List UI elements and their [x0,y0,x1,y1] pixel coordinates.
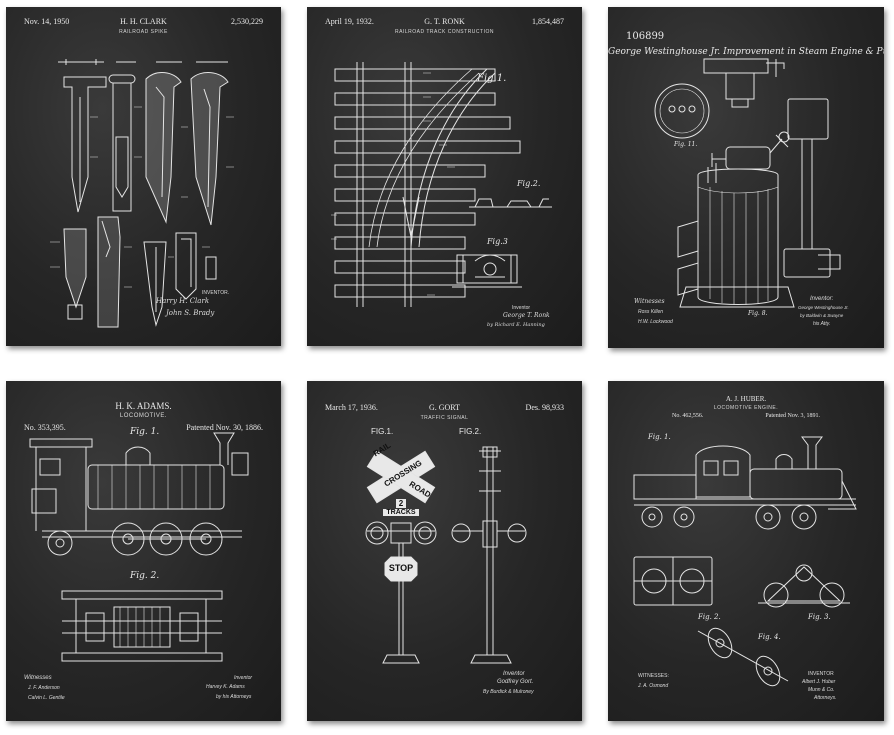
spike-drawing [6,7,281,346]
witness-signature: Ross Killen [638,309,664,315]
attorney-signature: John S. Brady [166,309,215,317]
patent-date: Nov. 14, 1950 [24,17,70,26]
inventor-label: Inventor: [810,296,834,302]
adams-locomotive-drawing [6,381,281,721]
figure-label: Fig. 1. [130,427,160,437]
witness-label: Witnesses [24,675,52,681]
inventor-label: INVENTOR. [202,290,230,296]
patent-subtitle: LOCOMOTIVE ENGINE. [713,405,779,411]
inventor-signature: Albert J. Huber [802,679,836,685]
inventor-label: Inventor [503,671,525,677]
patent-title: George Westinghouse Jr. Improvement in S… [608,47,884,57]
figure-label: Fig.2. [517,179,541,188]
poster-traffic-signal: March 17, 1936. G. GORT Des. 98,933 TRAF… [307,381,582,721]
attorney-signature: by Baldwin & Swayne [800,313,844,318]
attorney-signature: Munn & Co. [808,687,835,693]
inventor-label: Inventor [234,675,253,681]
figure-label: Fig. 2. [698,613,721,621]
figure-label: Fig.1. [477,73,507,84]
inventor-name: H. H. CLARK [120,17,167,26]
inventor-signature: Godfrey Gort. [497,679,534,685]
poster-header: April 19, 1932. G. T. RONK 1,854,487 [307,17,582,31]
patent-number: 106899 [626,31,665,42]
inventor-name: A. J. HUBER. [725,395,767,403]
attorney-signature: By Burdick & Mulroney [483,689,534,695]
figure-label: Fig. 1. [648,433,671,441]
patent-number: 1,854,487 [532,17,564,26]
patent-number: No. 462,556. [672,413,704,419]
figure-label: Fig. 3. [808,613,831,621]
witness-signature: J. A. Osmond [638,683,669,689]
sign-track-number: 2 [396,499,406,508]
inventor-signature: Harry H. Clark [156,297,210,305]
poster-railroad-spike: Nov. 14, 1950 H. H. CLARK 2,530,229 RAIL… [6,7,281,346]
witness-signature: H.W. Lockwood [638,319,673,325]
witness-label: WITNESSES: [638,673,669,679]
poster-header: March 17, 1936. G. GORT Des. 98,933 [307,403,582,417]
poster-adams-locomotive: H. K. ADAMS. LOCOMOTIVE. No. 353,395. Pa… [6,381,281,721]
patent-subtitle: RAILROAD TRACK CONSTRUCTION [395,29,494,35]
traffic-signal-drawing [307,381,582,721]
huber-locomotive-drawing [608,381,884,721]
inventor-signature: George T. Ronk [503,312,550,319]
figure-label: FIG.1. [371,427,394,436]
poster-railroad-track: April 19, 1932. G. T. RONK 1,854,487 RAI… [307,7,582,346]
inventor-name: G. T. RONK [424,17,465,26]
patent-line: No. 353,395. Patented Nov. 30, 1886. [6,423,281,437]
poster-huber-locomotive: A. J. HUBER. LOCOMOTIVE ENGINE. No. 462,… [608,381,884,721]
inventor-name: H. K. ADAMS. [115,401,172,411]
sign-stop: STOP [388,563,414,573]
inventor-label: INVENTOR [808,671,834,677]
poster-steam-engine: 106899 George Westinghouse Jr. Improveme… [608,7,884,348]
figure-label: FIG.2. [459,427,482,436]
patent-subtitle: TRAFFIC SIGNAL [420,415,469,421]
attorney-signature: by his Attorneys [216,694,252,700]
figure-label: Fig.3 [487,237,508,246]
figure-label: Fig. 4. [758,633,781,641]
attorney-label: Attorneys. [814,695,837,701]
patent-number: Des. 98,933 [525,403,564,412]
sign-tracks: TRACKS [383,509,419,516]
witness-signature: Calvin L. Gentile [28,695,65,701]
inventor-name: G. GORT [428,403,461,412]
figure-label: Fig. 2. [130,571,160,581]
patent-date: Patented Nov. 3, 1891. [765,413,820,419]
poster-header: Nov. 14, 1950 H. H. CLARK 2,530,229 [6,17,281,31]
steam-engine-drawing [608,7,884,348]
patent-line: No. 462,556. Patented Nov. 3, 1891. [608,413,884,427]
patent-date: March 17, 1936. [325,403,378,412]
patent-subtitle: RAILROAD SPIKE [119,29,168,35]
witness-signature: J. F. Anderson [28,685,60,691]
patent-date: Patented Nov. 30, 1886. [186,423,263,432]
attorney-signature: by Richard E. Hanning [487,322,545,328]
attorney-signature: his Atty. [813,321,831,327]
figure-label: Fig. 8. [748,310,768,317]
inventor-signature: Harvey K. Adams [206,684,245,690]
poster-header: A. J. HUBER. [608,395,884,409]
witness-label: Witnesses [634,298,665,305]
figure-label: Fig. 11. [674,141,698,148]
patent-number: 2,530,229 [231,17,263,26]
patent-subtitle: LOCOMOTIVE. [119,413,168,419]
track-drawing [307,7,582,346]
poster-header: H. K. ADAMS. [6,401,281,415]
patent-number: No. 353,395. [24,423,66,432]
patent-date: April 19, 1932. [325,17,374,26]
inventor-label: Inventor [512,305,531,311]
inventor-signature: George Westinghouse Jr. [798,305,849,310]
